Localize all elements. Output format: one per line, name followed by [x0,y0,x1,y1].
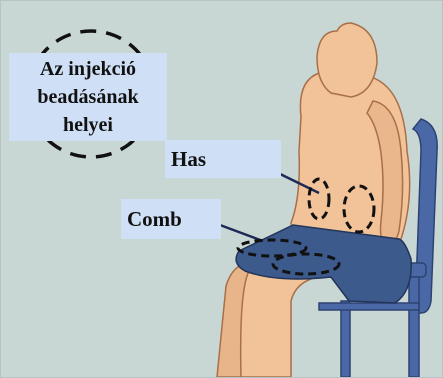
person [217,23,410,377]
abdomen-label: Has [165,140,281,178]
chair-leg-back [409,277,419,377]
person-head [317,23,377,97]
chair-leg-front [341,301,350,377]
thigh-label-text: Comb [127,207,182,232]
chair-crossbar [319,303,419,310]
legend-line-2: beadásának [37,83,138,111]
injection-sites-legend: Az injekció beadásának helyei [9,53,167,141]
legend-line-3: helyei [37,111,138,139]
abdomen-label-text: Has [171,147,206,172]
thigh-label: Comb [121,199,221,239]
legend-line-1: Az injekció [37,55,138,83]
thigh-pointer-line [220,225,263,241]
